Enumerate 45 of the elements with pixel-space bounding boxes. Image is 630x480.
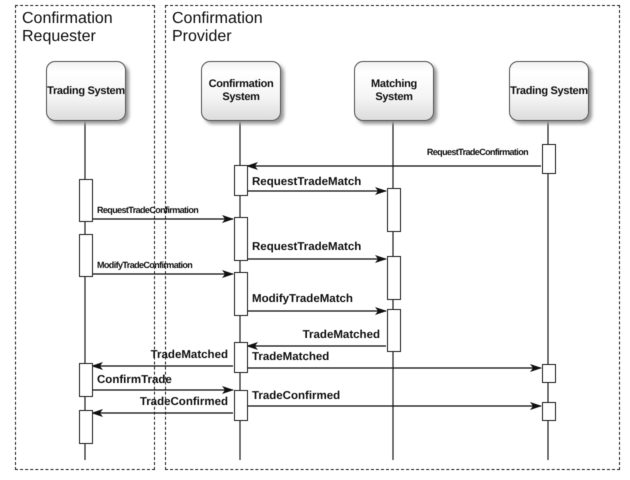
activation-bar: [387, 188, 401, 232]
group-title: Confirmation Requester: [22, 10, 114, 46]
message-arrow: [247, 364, 542, 372]
participant-box: Matching System: [354, 61, 434, 121]
message-arrow: [92, 386, 234, 394]
message-arrow: [247, 187, 387, 195]
message-label: RequestTradeConfirmation: [426, 147, 528, 157]
message-arrow: [246, 342, 386, 350]
activation-bar: [542, 402, 556, 421]
message-arrow: [92, 215, 234, 223]
activation-bar: [234, 165, 248, 196]
message-arrow: [247, 402, 542, 410]
message-label: TradeConfirmed: [140, 396, 228, 408]
activation-bar: [79, 179, 93, 222]
activation-bar: [79, 363, 93, 397]
message-label: ModifyTradeConfirmation: [97, 260, 192, 270]
activation-bar: [387, 309, 401, 352]
message-arrow: [247, 307, 387, 315]
message-label: TradeMatched: [302, 329, 380, 341]
activation-bar: [387, 256, 401, 300]
message-label: ModifyTradeMatch: [252, 293, 353, 305]
activation-bar: [234, 390, 248, 421]
activation-bar: [542, 364, 556, 383]
message-label: RequestTradeMatch: [252, 241, 362, 253]
activation-bar: [234, 217, 248, 261]
participant-box: Trading System: [509, 61, 589, 121]
participant-box: Confirmation System: [201, 61, 281, 121]
activation-bar: [234, 342, 248, 373]
message-arrow: [246, 162, 541, 170]
message-label: TradeConfirmed: [252, 390, 340, 402]
activation-bar: [542, 144, 556, 174]
message-label: TradeMatched: [252, 351, 330, 363]
message-label: RequestTradeConfirmation: [97, 205, 198, 215]
group-title: Confirmation Provider: [172, 10, 264, 46]
activation-bar: [79, 410, 93, 444]
message-label: ConfirmTrade: [97, 374, 172, 386]
activation-bar: [79, 234, 93, 277]
message-arrow: [91, 409, 233, 417]
activation-bar: [234, 272, 248, 316]
participant-box: Trading System: [46, 61, 126, 121]
message-label: TradeMatched: [150, 349, 228, 361]
message-label: RequestTradeMatch: [252, 176, 362, 188]
message-arrow: [247, 255, 387, 263]
message-arrow: [91, 362, 233, 370]
message-arrow: [92, 270, 234, 278]
